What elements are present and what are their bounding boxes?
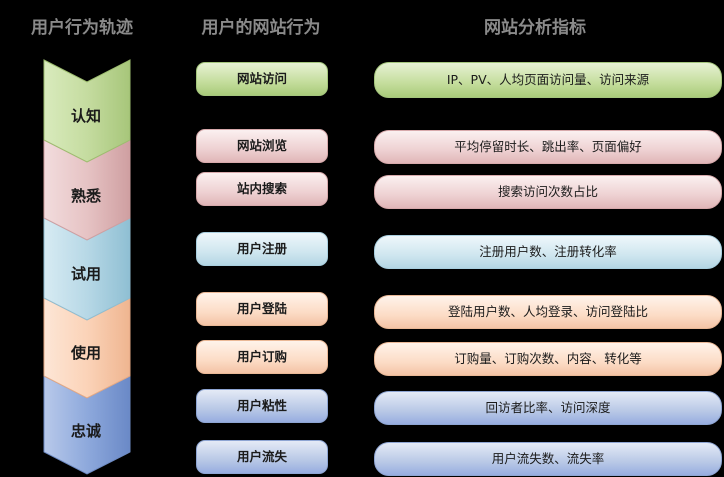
behavior-site-visit: 网站访问 — [196, 62, 328, 96]
stage-label-loyalty: 忠诚 — [70, 422, 101, 440]
header-trajectory: 用户行为轨迹 — [31, 18, 133, 38]
behavior-site-browse: 网站浏览 — [196, 129, 328, 163]
stage-label-awareness: 认知 — [70, 107, 101, 125]
metric-site-visit: IP、PV、人均页面访问量、访问来源 — [374, 62, 722, 98]
stage-segment-awareness — [43, 59, 131, 163]
metric-user-stickiness: 回访者比率、访问深度 — [374, 391, 722, 425]
metric-user-churn: 用户流失数、流失率 — [374, 442, 722, 476]
stage-label-usage: 使用 — [70, 344, 101, 362]
behavior-user-register: 用户注册 — [196, 232, 328, 266]
metric-site-browse: 平均停留时长、跳出率、页面偏好 — [374, 130, 722, 164]
metric-user-login: 登陆用户数、人均登录、访问登陆比 — [374, 295, 722, 329]
stage-label-trial: 试用 — [70, 265, 101, 283]
header-metrics: 网站分析指标 — [484, 18, 586, 38]
behavior-user-order: 用户订购 — [196, 340, 328, 374]
metric-user-order: 订购量、订购次数、内容、转化等 — [374, 342, 722, 376]
metric-site-search: 搜索访问次数占比 — [374, 175, 722, 209]
behavior-user-login: 用户登陆 — [196, 292, 328, 326]
metric-user-register: 注册用户数、注册转化率 — [374, 235, 722, 269]
behavior-user-churn: 用户流失 — [196, 440, 328, 474]
behavior-user-stickiness: 用户粘性 — [196, 389, 328, 423]
stage-label-familiar: 熟悉 — [70, 187, 101, 205]
header-behavior: 用户的网站行为 — [201, 18, 321, 38]
behavior-site-search: 站内搜索 — [196, 172, 328, 206]
